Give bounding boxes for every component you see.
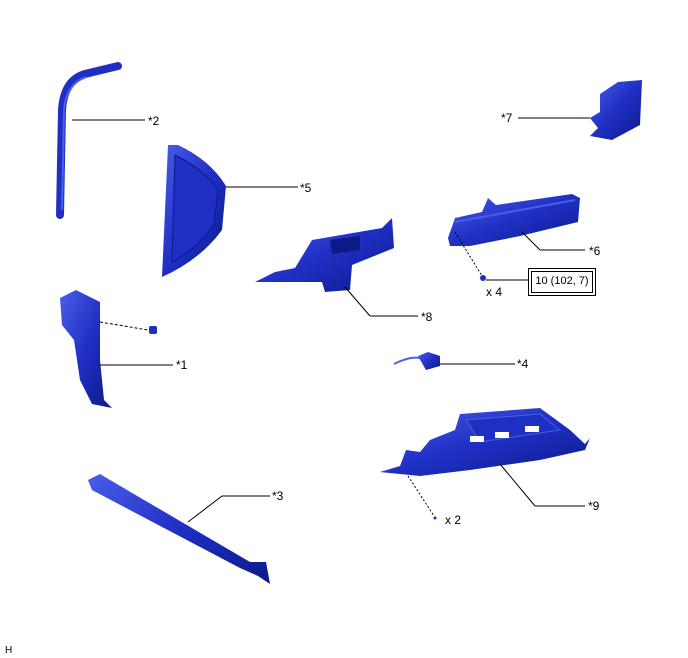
screw-dashed-line: [454, 231, 483, 277]
clip-dashed-line-9: [407, 475, 435, 517]
quantity-screws: x 4: [486, 285, 503, 299]
corner-code: H: [5, 645, 13, 656]
part-5-trim-panel: [162, 145, 226, 277]
leader-3-a: [187, 495, 223, 523]
quantity-clips: x 2: [445, 513, 462, 527]
torque-spec-value: 10 (102, 7): [531, 271, 593, 293]
part-7-bracket: [590, 80, 642, 140]
part-1-pillar-lower: [60, 290, 112, 408]
clip-icon: [149, 326, 157, 334]
callout-5: *5: [300, 181, 312, 195]
callout-1: *1: [176, 358, 188, 372]
callout-3: *3: [272, 489, 284, 503]
callout-4: *4: [517, 357, 529, 371]
part-6-console-box: [448, 194, 580, 246]
callout-2: *2: [148, 114, 160, 128]
part-9-lower-tray: [380, 408, 590, 476]
callout-9: *9: [588, 499, 600, 513]
callout-6: *6: [589, 244, 601, 258]
clip-dashed-line: [99, 321, 149, 331]
torque-spec-box: 10 (102, 7): [528, 268, 596, 296]
callout-7: *7: [501, 111, 513, 125]
leader-9-a: [499, 463, 536, 507]
screw-icon: [480, 275, 486, 281]
part-2-weatherstrip: [56, 62, 122, 219]
callout-8: *8: [421, 310, 433, 324]
part-3-scuff-plate: [88, 474, 270, 584]
part-4-connector: [393, 352, 440, 370]
leader-6-a: [521, 231, 541, 251]
part-8-lower-panel: [255, 218, 394, 292]
clip-icon-9: [433, 516, 437, 520]
leader-8-a: [344, 286, 371, 317]
